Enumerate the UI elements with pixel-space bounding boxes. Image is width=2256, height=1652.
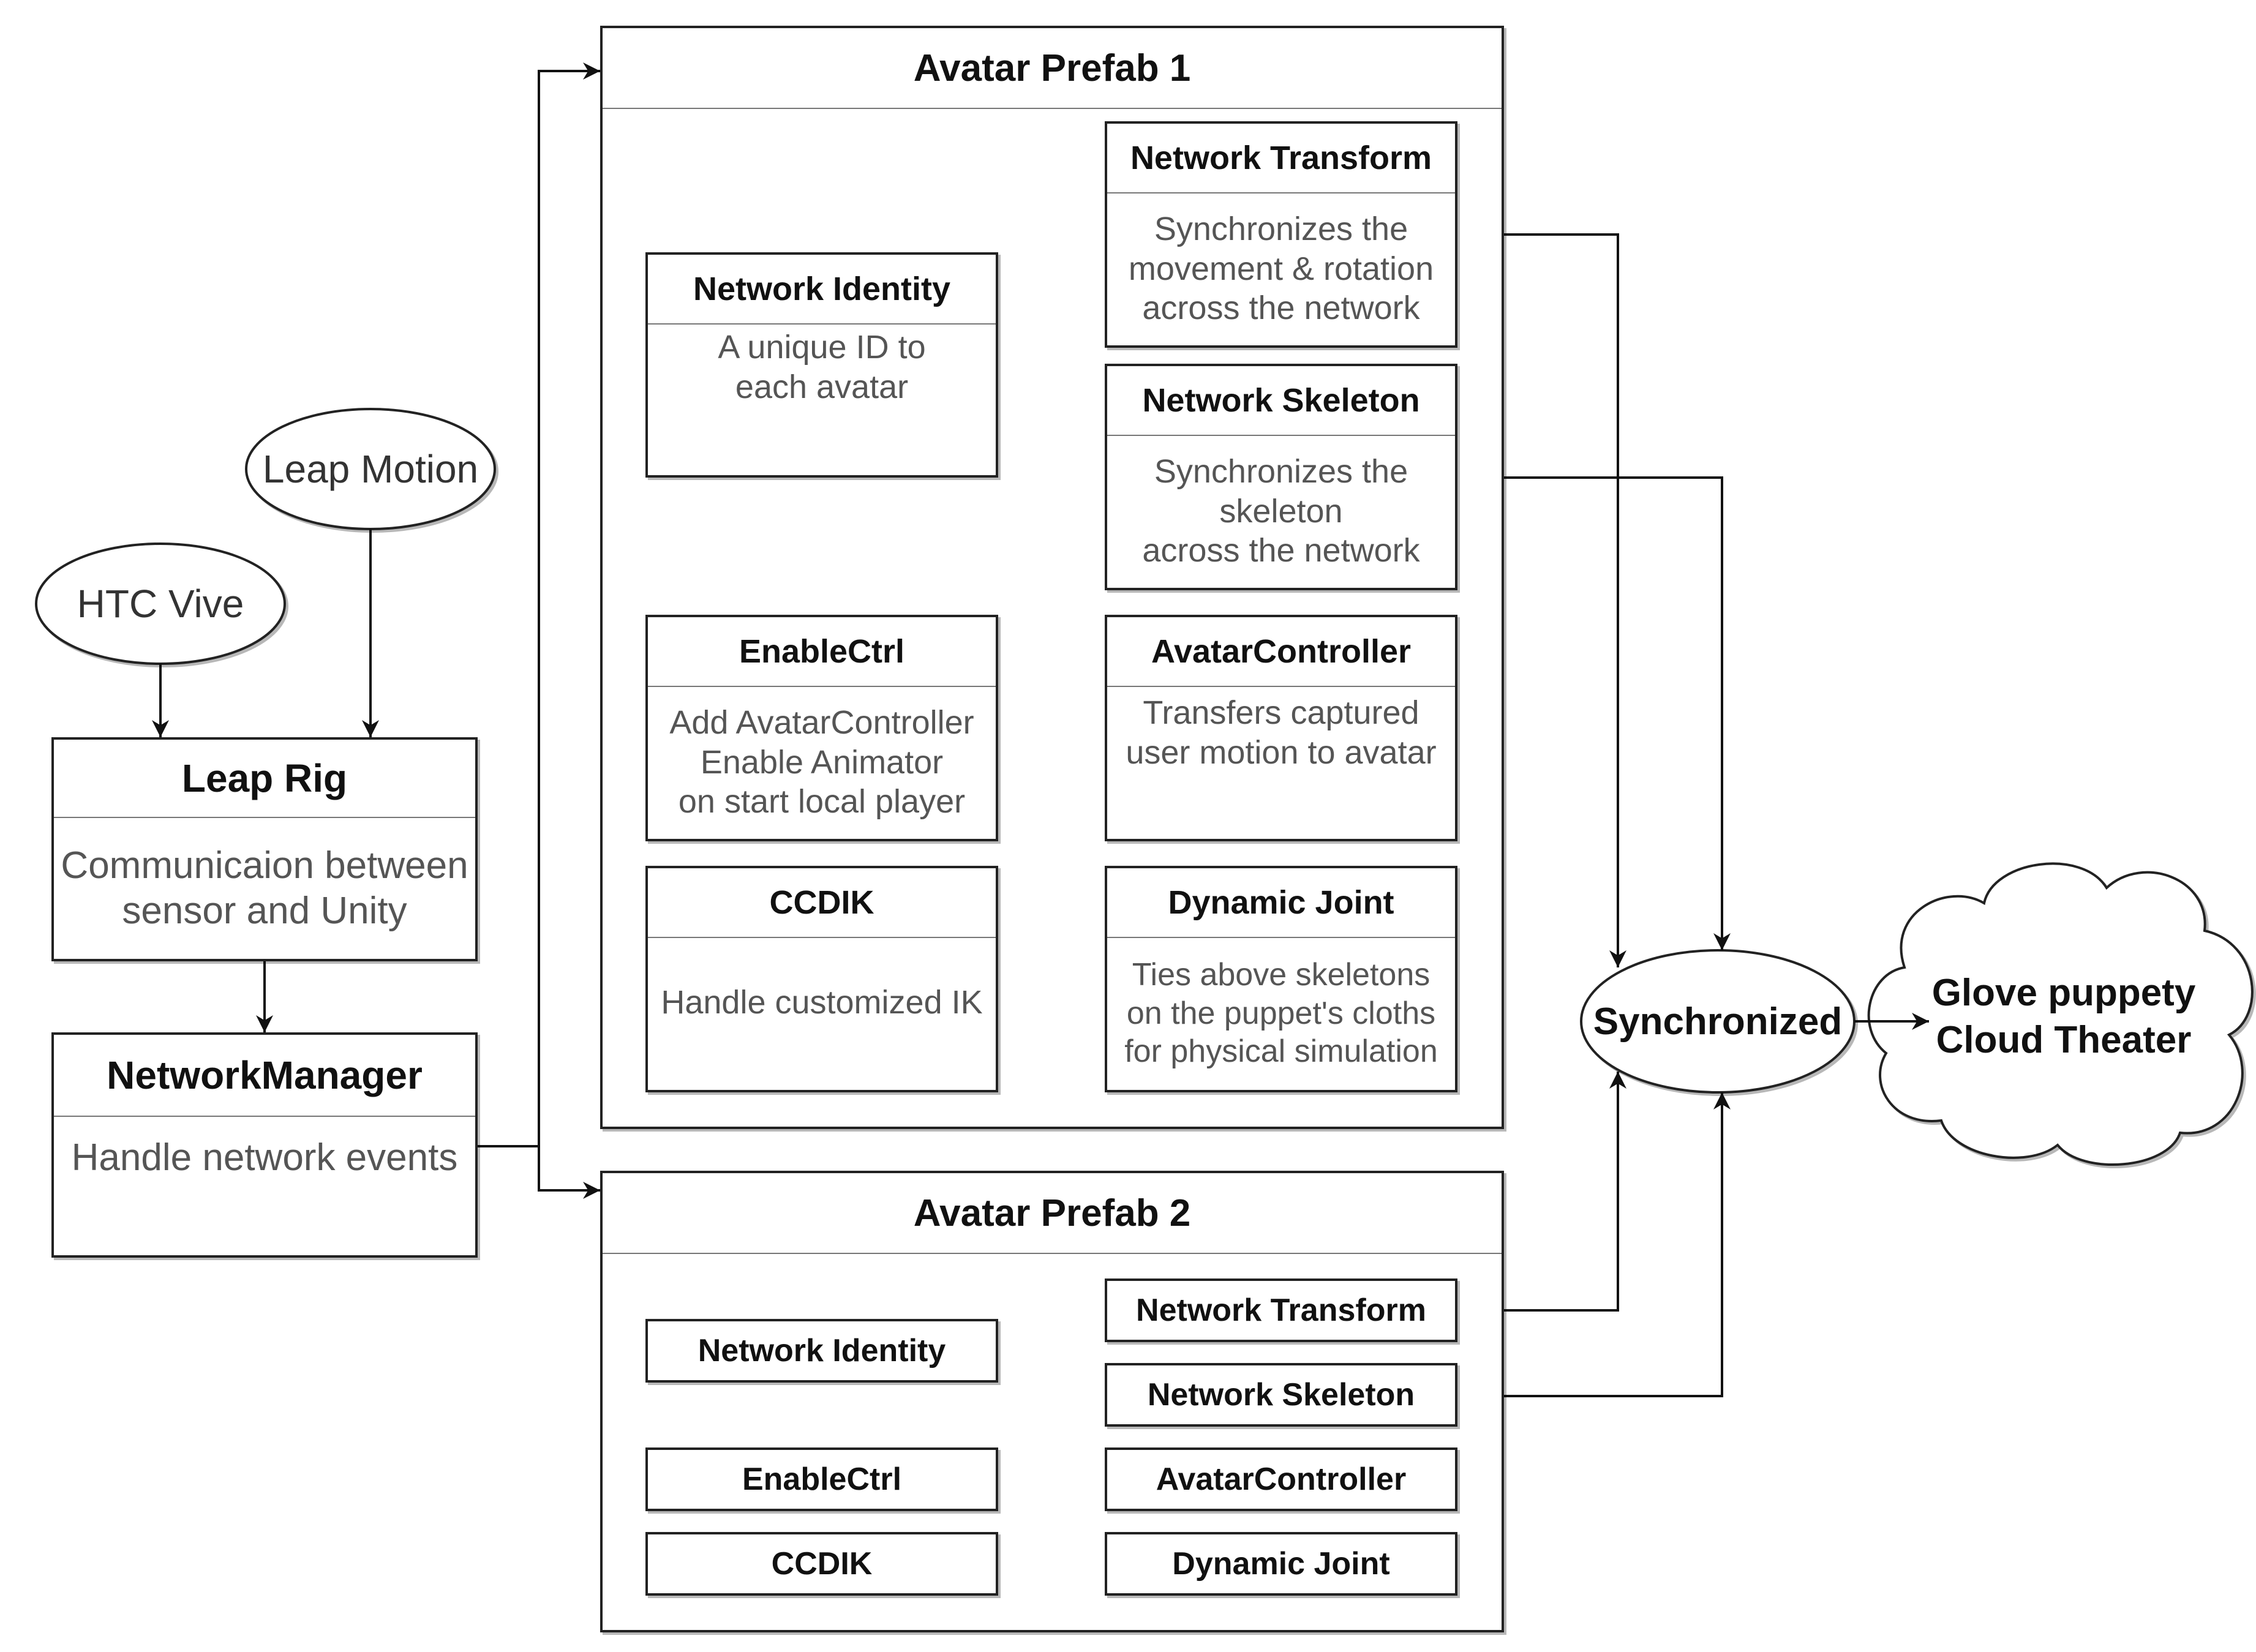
p1-avatarcontroller-box: AvatarController Transfers captured user… [1105, 615, 1457, 841]
avatar-prefab-2-title: Avatar Prefab 2 [603, 1173, 1502, 1254]
p1-network-transform-box: Network Transform Synchronizes the movem… [1105, 121, 1457, 348]
p1-network-identity-title: Network Identity [648, 255, 996, 325]
cloud-line-1: Glove puppety [1931, 971, 2196, 1014]
leap-rig-box: Leap Rig Communicaion between sensor and… [51, 737, 478, 961]
connector-to-prefab2 [538, 1146, 600, 1199]
connector-p2-skeleton-to-sync [1457, 1092, 1731, 1397]
p2-enablectrl-box: EnableCtrl [645, 1447, 998, 1511]
p2-dynamic-joint-box: Dynamic Joint [1105, 1532, 1457, 1596]
leap-motion-label: Leap Motion [262, 447, 479, 491]
p1-network-skeleton-desc: Synchronizes the skeleton across the net… [1142, 452, 1420, 569]
p2-network-transform-box: Network Transform [1105, 1278, 1457, 1342]
cloud-shape [1867, 862, 2254, 1166]
p2-network-identity-box: Network Identity [645, 1319, 998, 1383]
htc-vive-label: HTC Vive [77, 582, 244, 626]
network-manager-desc: Handle network events [71, 1136, 458, 1179]
p1-network-skeleton-title: Network Skeleton [1107, 366, 1455, 436]
p1-network-transform-desc: Synchronizes the movement & rotation acr… [1128, 210, 1434, 327]
p2-ccdik-box: CCDIK [645, 1532, 998, 1596]
p1-dynamic-joint-title: Dynamic Joint [1107, 868, 1455, 938]
network-manager-title: NetworkManager [54, 1035, 475, 1117]
cloud-line-2: Cloud Theater [1936, 1019, 2192, 1061]
p1-enablectrl-title: EnableCtrl [648, 617, 996, 687]
p2-avatarcontroller-box: AvatarController [1105, 1447, 1457, 1511]
p1-network-skeleton-box: Network Skeleton Synchronizes the skelet… [1105, 364, 1457, 590]
cloud-theater-label: Glove puppety Cloud Theater [1911, 955, 2217, 1078]
leap-rig-title: Leap Rig [54, 740, 475, 818]
connector-p1-transform-to-sync [1457, 233, 1626, 967]
p1-enablectrl-box: EnableCtrl Add AvatarController Enable A… [645, 615, 998, 841]
leap-rig-desc: Communicaion between sensor and Unity [61, 844, 468, 932]
p2-network-skeleton-box: Network Skeleton [1105, 1363, 1457, 1427]
p1-enablectrl-desc: Add AvatarController Enable Animator on … [669, 704, 974, 820]
p1-ccdik-desc: Handle customized IK [661, 983, 983, 1021]
synchronized-label: Synchronized [1593, 1000, 1843, 1043]
p1-avatarcontroller-title: AvatarController [1107, 617, 1455, 687]
p1-ccdik-title: CCDIK [648, 868, 996, 938]
p1-network-identity-box: Network Identity A unique ID to each ava… [645, 252, 998, 478]
connector-to-prefab1 [538, 62, 600, 1146]
network-manager-box: NetworkManager Handle network events [51, 1032, 478, 1258]
p1-network-identity-desc: A unique ID to each avatar [718, 329, 926, 405]
avatar-prefab-1-title: Avatar Prefab 1 [603, 28, 1502, 109]
p1-dynamic-joint-desc: Ties above skeletons on the puppet's clo… [1124, 957, 1438, 1070]
p1-dynamic-joint-box: Dynamic Joint Ties above skeletons on th… [1105, 866, 1457, 1092]
connector-p1-skeleton-to-sync [1457, 476, 1731, 950]
connector-p2-transform-to-sync [1457, 1072, 1626, 1312]
p1-network-transform-title: Network Transform [1107, 124, 1455, 193]
p1-ccdik-box: CCDIK Handle customized IK [645, 866, 998, 1092]
p1-avatarcontroller-desc: Transfers captured user motion to avatar [1126, 694, 1437, 771]
